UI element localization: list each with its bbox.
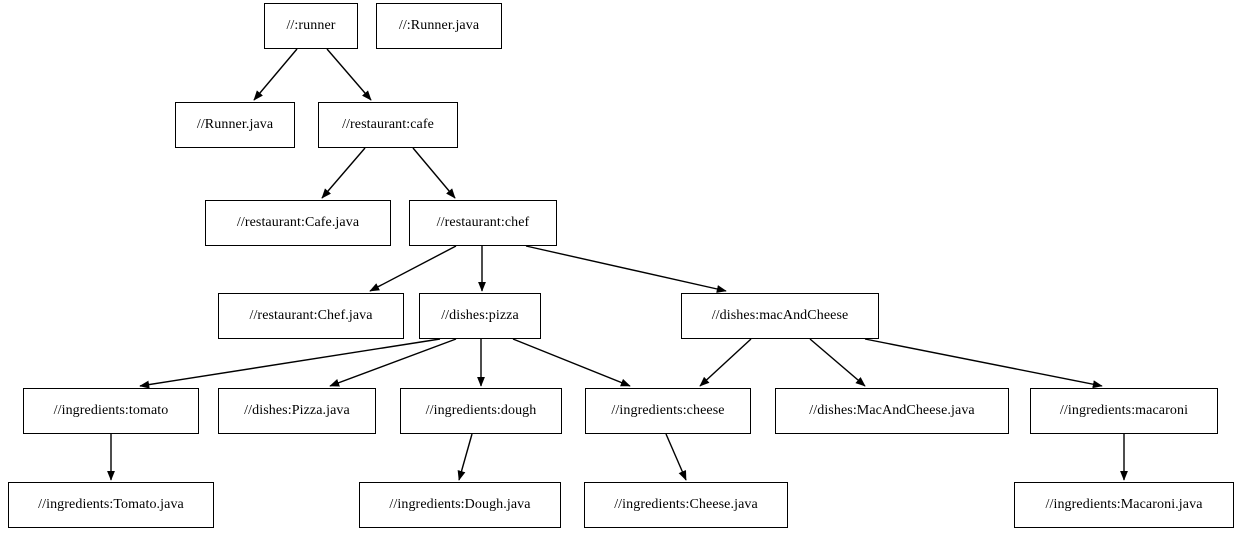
graph-node-label: //restaurant:chef [436, 215, 530, 230]
graph-node-ing_dough[interactable]: //ingredients:dough [400, 388, 562, 434]
graph-node-ing_macaroni_java[interactable]: //ingredients:Macaroni.java [1014, 482, 1234, 528]
graph-node-runner[interactable]: //:runner [264, 3, 358, 49]
graph-node-label: //ingredients:tomato [53, 403, 169, 418]
graph-node-dishes_mac_java[interactable]: //dishes:MacAndCheese.java [775, 388, 1009, 434]
graph-node-label: //ingredients:Macaroni.java [1045, 497, 1203, 512]
graph-node-label: //restaurant:cafe [342, 117, 434, 132]
graph-node-label: //dishes:MacAndCheese.java [809, 403, 975, 418]
graph-node-ing_cheese_java[interactable]: //ingredients:Cheese.java [584, 482, 788, 528]
graph-node-root_runner_java[interactable]: //:Runner.java [376, 3, 502, 49]
graph-node-label: //dishes:macAndCheese [711, 308, 849, 323]
graph-node-label: //restaurant:Chef.java [249, 308, 373, 323]
graph-node-label: //ingredients:Dough.java [389, 497, 531, 512]
graph-node-restaurant_cafe_java[interactable]: //restaurant:Cafe.java [205, 200, 391, 246]
graph-node-label: //restaurant:Cafe.java [236, 215, 360, 230]
graph-node-runner_java[interactable]: //Runner.java [175, 102, 295, 148]
graph-node-ing_tomato[interactable]: //ingredients:tomato [23, 388, 199, 434]
graph-node-label: //:Runner.java [398, 18, 480, 33]
graph-node-label: //ingredients:macaroni [1059, 403, 1189, 418]
graph-node-label: //ingredients:dough [425, 403, 537, 418]
graph-node-label: //:runner [286, 18, 336, 33]
graph-node-dishes_pizza[interactable]: //dishes:pizza [419, 293, 541, 339]
graph-node-ing_tomato_java[interactable]: //ingredients:Tomato.java [8, 482, 214, 528]
graph-node-label: //ingredients:Tomato.java [38, 497, 184, 512]
graph-node-label: //ingredients:Cheese.java [614, 497, 758, 512]
graph-node-restaurant_chef_java[interactable]: //restaurant:Chef.java [218, 293, 404, 339]
graph-node-ing_cheese[interactable]: //ingredients:cheese [585, 388, 751, 434]
graph-node-dishes_macandcheese[interactable]: //dishes:macAndCheese [681, 293, 879, 339]
graph-node-label: //dishes:pizza [441, 308, 519, 323]
graph-node-dishes_pizza_java[interactable]: //dishes:Pizza.java [218, 388, 376, 434]
graph-node-ing_macaroni[interactable]: //ingredients:macaroni [1030, 388, 1218, 434]
graph-node-label: //Runner.java [196, 117, 274, 132]
graph-node-restaurant_chef[interactable]: //restaurant:chef [409, 200, 557, 246]
graph-node-label: //dishes:Pizza.java [244, 403, 350, 418]
graph-node-label: //ingredients:cheese [611, 403, 725, 418]
graph-node-restaurant_cafe[interactable]: //restaurant:cafe [318, 102, 458, 148]
graph-node-ing_dough_java[interactable]: //ingredients:Dough.java [359, 482, 561, 528]
